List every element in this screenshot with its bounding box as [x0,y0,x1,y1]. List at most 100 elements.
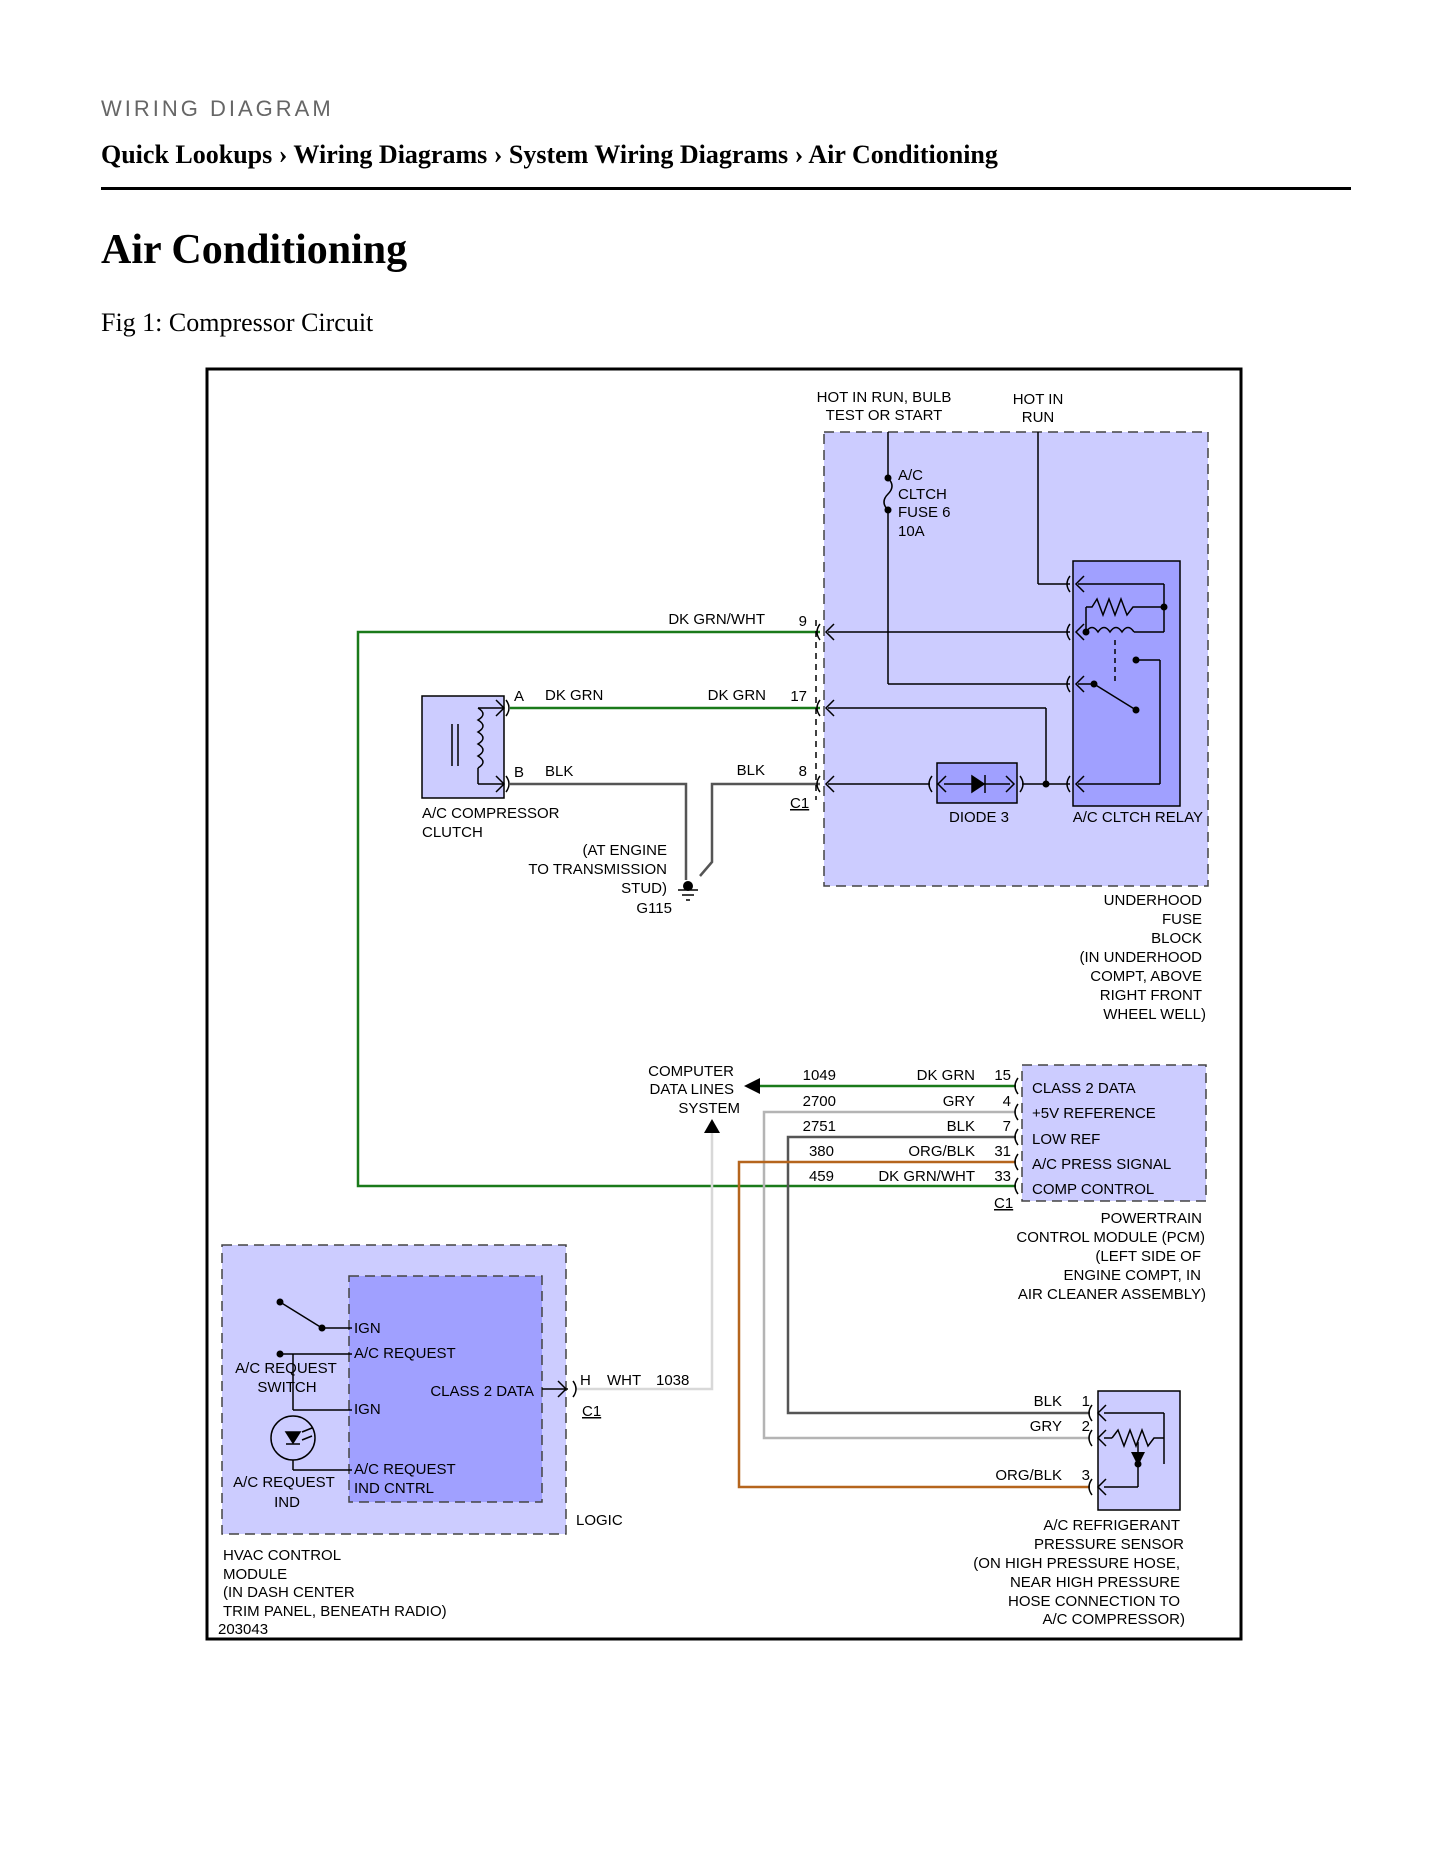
pcm-wire-31-function: A/C PRESS SIGNAL [1032,1156,1171,1173]
ufb-wire-17-color: DK GRN [708,687,766,704]
pcm-wire-7-circuit: 2751 [803,1118,836,1135]
sensor-wire-2-color: GRY [1030,1418,1062,1435]
ufb-label-4: (IN UNDERHOOD [1080,949,1203,966]
ufb-connector-label: C1 [790,795,809,812]
hot-run-start-label-1: HOT IN RUN, BULB [817,389,952,406]
ufb-label-1: UNDERHOOD [1104,892,1203,909]
switch-label-2: SWITCH [257,1379,316,1396]
sensor-label-3: (ON HIGH PRESSURE HOSE, [973,1555,1180,1572]
sensor-wire-3-color: ORG/BLK [995,1467,1062,1484]
wire-pcm-31 [737,1160,1090,1489]
pcm-wire-33-function: COMP CONTROL [1032,1181,1154,1198]
breadcrumb[interactable]: Quick Lookups › Wiring Diagrams › System… [101,140,998,169]
pcm-wire-15-color: DK GRN [917,1067,975,1084]
pcm-wire-4-function: +5V REFERENCE [1032,1105,1156,1122]
diagram-markers [276,474,1168,1468]
pcm-wire-31-pin: 31 [994,1143,1011,1160]
pcm-wire-15-function: CLASS 2 DATA [1032,1080,1136,1097]
ufb-label-5: COMPT, ABOVE [1090,968,1202,985]
hvac-pin-ac-request: A/C REQUEST [354,1345,456,1362]
sensor-label-2: PRESSURE SENSOR [1034,1536,1184,1553]
pressure-sensor-box [1097,1390,1181,1511]
wire-blk-8 [699,782,820,877]
pcm-label-2: CONTROL MODULE (PCM) [1016,1229,1205,1246]
fuse-label-1: A/C [898,467,923,484]
clutch-label-2: CLUTCH [422,824,483,841]
ground-label-4: G115 [636,900,672,917]
hot-run-label-2: RUN [1022,409,1055,426]
hvac-label-4: TRIM PANEL, BENEATH RADIO) [223,1603,447,1620]
compressor-clutch-box [421,695,505,799]
sensor-wire-2-pin: 2 [1082,1418,1090,1435]
pcm-label-5: AIR CLEANER ASSEMBLY) [1018,1286,1206,1303]
hvac-label-3: (IN DASH CENTER [223,1584,355,1601]
pcm-wire-31-color: ORG/BLK [908,1143,975,1160]
pcm-connector-label: C1 [994,1195,1013,1212]
sensor-wire-1-pin: 1 [1082,1393,1090,1410]
wire-pcm-7 [786,1135,1090,1415]
pcm-wire-33-circuit: 459 [809,1168,834,1185]
ind-label-2: IND [274,1494,300,1511]
reference-number: 203043 [218,1621,268,1638]
ufb-label-3: BLOCK [1151,930,1202,947]
ufb-wire-17-pin: 17 [790,688,807,705]
sensor-label-5: HOSE CONNECTION TO [1008,1593,1180,1610]
clutch-label-1: A/C COMPRESSOR [422,805,560,822]
clutch-pin-b-color: BLK [545,763,573,780]
relay-label: A/C CLTCH RELAY [1073,809,1203,826]
ufb-wire-8-pin: 8 [799,763,807,780]
hvac-pin-class2-data: CLASS 2 DATA [430,1383,534,1400]
pcm-wire-31-circuit: 380 [809,1143,834,1160]
cdl-label-3: SYSTEM [678,1100,740,1117]
ground-label-2: TO TRANSMISSION [528,861,667,878]
clutch-pin-a: A [514,688,524,705]
switch-label-1: A/C REQUEST [235,1360,337,1377]
hvac-label-2: MODULE [223,1566,287,1583]
pcm-wire-7-pin: 7 [1003,1118,1011,1135]
pcm-wire-15-circuit: 1049 [803,1067,836,1084]
pcm-label-3: (LEFT SIDE OF [1095,1248,1201,1265]
cdl-label-1: COMPUTER [648,1063,734,1080]
hvac-connector-pin: H [580,1372,591,1389]
clutch-pin-b: B [514,764,524,781]
pcm-wire-33-color: DK GRN/WHT [878,1168,975,1185]
diagram-frame [205,367,1243,1641]
hvac-connector-circuit: 1038 [656,1372,689,1389]
ground-label-1: (AT ENGINE [583,842,667,859]
pcm-label-1: POWERTRAIN [1101,1210,1202,1227]
clutch-relay-box [1072,560,1181,807]
pcm-wire-15-pin: 15 [994,1067,1011,1084]
pcm-wire-7-function: LOW REF [1032,1131,1100,1148]
sensor-label-1: A/C REFRIGERANT [1043,1517,1180,1534]
hvac-pin-ign-2: IGN [354,1401,381,1418]
ufb-wire-9-pin: 9 [799,613,807,630]
sensor-label-4: NEAR HIGH PRESSURE [1010,1574,1180,1591]
hvac-pin-ign-1: IGN [354,1320,381,1337]
hvac-pin-ind-cntrl-1: A/C REQUEST [354,1461,456,1478]
pcm-wire-4-color: GRY [943,1093,975,1110]
wire-pcm-4 [762,1110,1090,1440]
hvac-label-1: HVAC CONTROL [223,1547,341,1564]
ufb-label-2: FUSE [1162,911,1202,928]
hot-run-start-label-2: TEST OR START [826,407,943,424]
pcm-label-4: ENGINE COMPT, IN [1063,1267,1201,1284]
hvac-connector-color: WHT [607,1372,641,1389]
pcm-wire-33-pin: 33 [994,1168,1011,1185]
wire-blk-b [510,782,688,880]
pcm-wire-4-pin: 4 [1003,1093,1011,1110]
hot-run-label-1: HOT IN [1013,391,1064,408]
sensor-label-6: A/C COMPRESSOR) [1042,1611,1185,1628]
clutch-pin-a-color: DK GRN [545,687,603,704]
hvac-pin-ind-cntrl-2: IND CNTRL [354,1480,434,1497]
figure-caption: Fig 1: Compressor Circuit [101,308,374,337]
header-divider [101,187,1351,190]
ground-label-3: STUD) [621,880,667,897]
sensor-wire-1-color: BLK [1034,1393,1062,1410]
fuse-label-2: CLTCH [898,486,947,503]
page-title: Air Conditioning [101,227,408,273]
diode-label: DIODE 3 [949,809,1009,826]
fuse-label-3: FUSE 6 [898,504,951,521]
cdl-label-2: DATA LINES [650,1081,734,1098]
wire-wht-1038 [576,1133,714,1391]
